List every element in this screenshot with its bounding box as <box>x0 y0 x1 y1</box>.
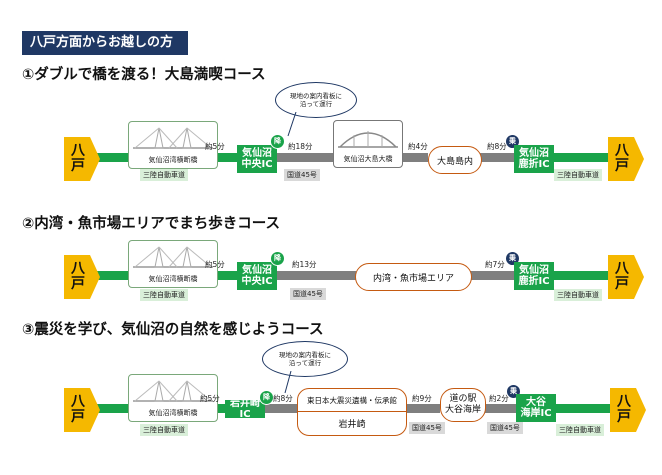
ic-kesennuma-chuo: 気仙沼 中央IC <box>237 262 277 290</box>
arch-bridge-icon <box>338 131 398 148</box>
travel-time: 約5分 <box>200 394 220 403</box>
route-45-label: 国道45号 <box>290 288 326 300</box>
road-line <box>484 404 520 413</box>
travel-time: 約8分 <box>273 394 293 403</box>
ic-kesennuma-shishiori: 気仙沼 鹿折IC <box>514 262 554 290</box>
bubble-pointer <box>284 371 292 394</box>
memorial-hall-label: 東日本大震災遺構・伝承館 <box>298 389 406 412</box>
road-line <box>264 404 298 413</box>
route-45-label: 国道45号 <box>487 422 523 434</box>
route-45-label: 国道45号 <box>284 169 320 181</box>
bridge-kesennuma-bay: 気仙沼湾横断橋 <box>128 121 218 169</box>
route-45-label: 国道45号 <box>409 422 445 434</box>
spot-iwaisaki-memorial: 東日本大震災遺構・伝承館 岩井崎 <box>297 388 407 436</box>
road-line <box>480 153 516 162</box>
travel-time: 約18分 <box>288 142 313 151</box>
destination-hachinohe-end: 八 戸 <box>608 137 644 181</box>
road-line <box>404 404 440 413</box>
exit-badge: 降 <box>259 390 274 405</box>
travel-time: 約4分 <box>408 142 428 151</box>
travel-time: 約9分 <box>412 394 432 403</box>
expressway-label: 三陸自動車道 <box>140 424 188 436</box>
expressway-label: 三陸自動車道 <box>554 289 602 301</box>
bridge-kesennuma-bay: 気仙沼湾横断橋 <box>128 374 218 422</box>
travel-time: 約2分 <box>489 394 509 403</box>
ic-kesennuma-shishiori: 気仙沼 鹿折IC <box>514 145 554 173</box>
bridge-icon <box>133 246 213 268</box>
iwaisaki-label: 岩井崎 <box>338 420 366 430</box>
bubble-pointer <box>287 112 297 137</box>
spot-uchiwan-fish-market: 内湾・魚市場エリア <box>355 263 472 291</box>
ic-kesennuma-chuo: 気仙沼 中央IC <box>237 145 277 173</box>
course-3-title: ③震災を学び、気仙沼の自然を感じようコース <box>22 322 324 338</box>
travel-time: 約13分 <box>292 260 317 269</box>
expressway-line <box>554 271 610 280</box>
road-line <box>276 271 356 280</box>
bridge-icon <box>133 127 213 149</box>
destination-hachinohe-start: 八 戸 <box>64 388 100 432</box>
bridge-kesennuma-bay: 気仙沼湾横断橋 <box>128 240 218 288</box>
exit-badge: 降 <box>270 134 285 149</box>
travel-time: 約5分 <box>205 142 225 151</box>
expressway-label: 三陸自動車道 <box>556 424 604 436</box>
road-line <box>470 271 516 280</box>
page-header: 八戸方面からお越しの方 <box>22 31 188 55</box>
course-2-title: ②内湾・魚市場エリアでまち歩きコース <box>22 216 281 232</box>
spot-oshima-island: 大島島内 <box>428 146 482 174</box>
bridge-oshima: 気仙沼大島大橋 <box>333 120 403 168</box>
ic-oya-kaigan: 大谷 海岸IC <box>516 394 556 422</box>
travel-time: 約7分 <box>485 260 505 269</box>
travel-time: 約8分 <box>487 142 507 151</box>
ic-iwaisaki: 岩井崎IC <box>225 398 265 420</box>
expressway-label: 三陸自動車道 <box>140 169 188 181</box>
course-1-title: ①ダブルで橋を渡る！大島満喫コース <box>22 67 266 83</box>
expressway-label: 三陸自動車道 <box>140 289 188 301</box>
expressway-line <box>554 153 610 162</box>
destination-hachinohe-end: 八 戸 <box>608 255 644 299</box>
guide-sign-note: 現地の案内看板に 沿って運行 <box>262 341 348 377</box>
destination-hachinohe-start: 八 戸 <box>64 255 100 299</box>
travel-time: 約5分 <box>205 260 225 269</box>
bridge-icon <box>133 380 213 402</box>
roadside-station-oya-kaigan: 道の駅 大谷海岸 <box>440 388 486 422</box>
expressway-label: 三陸自動車道 <box>554 169 602 181</box>
guide-sign-note: 現地の案内看板に 沿って運行 <box>275 82 357 118</box>
destination-hachinohe-start: 八 戸 <box>64 137 100 181</box>
expressway-line <box>556 404 612 413</box>
destination-hachinohe-end: 八 戸 <box>610 388 646 432</box>
exit-badge: 降 <box>270 251 285 266</box>
